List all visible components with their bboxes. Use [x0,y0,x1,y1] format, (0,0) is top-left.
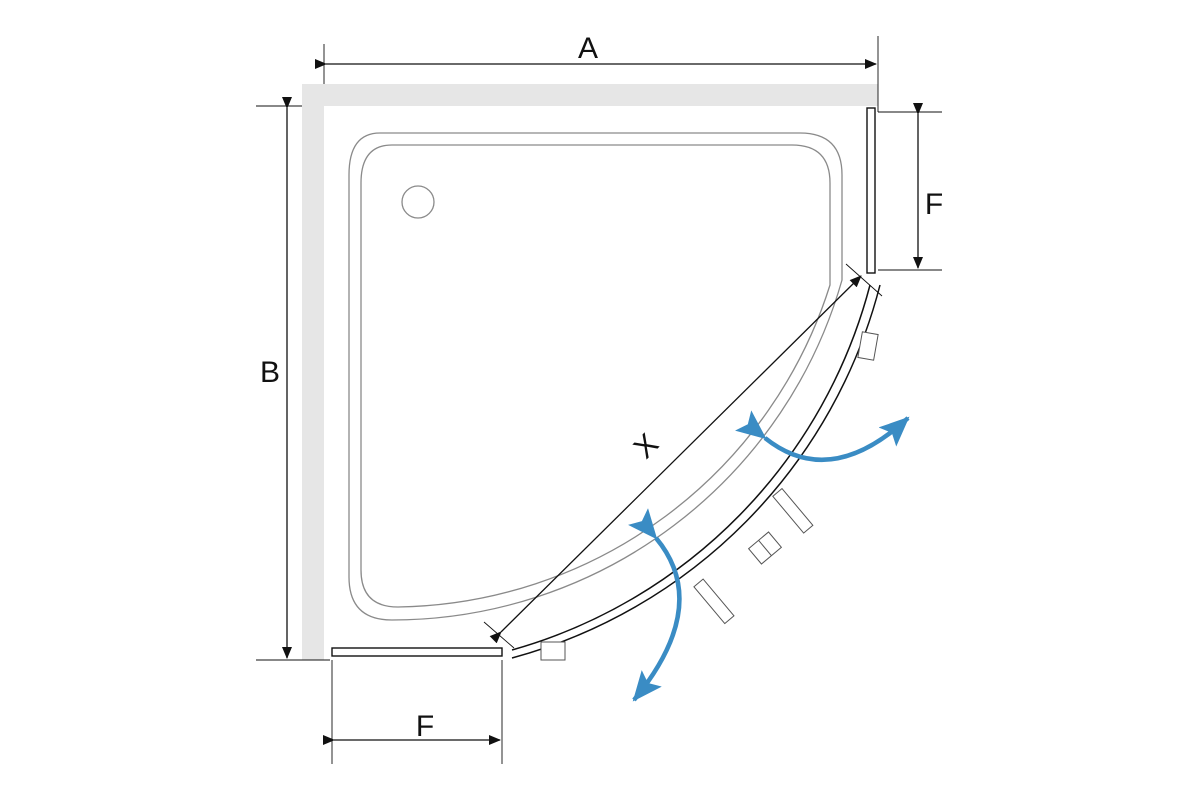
curved-door-inner [511,284,871,651]
dimension-x: X [483,263,883,649]
dimension-a: A [315,32,879,112]
dimension-f-bottom: F [323,660,503,764]
dimension-b: B [256,97,330,661]
fixed-panel-right [866,107,876,274]
dimension-b-label: B [260,356,280,389]
dimension-x-label: X [628,428,665,465]
circle-drain-icon [401,185,435,219]
top-wall [302,84,878,106]
dimension-a-label: A [578,32,598,65]
dimension-f-bottom-label: F [416,710,434,743]
dimension-f-right: F [878,103,943,271]
dimension-f-right-label: F [925,188,943,221]
curved-door-outer [511,284,881,659]
fixed-panel-bottom [331,647,503,657]
left-wall [302,84,324,660]
